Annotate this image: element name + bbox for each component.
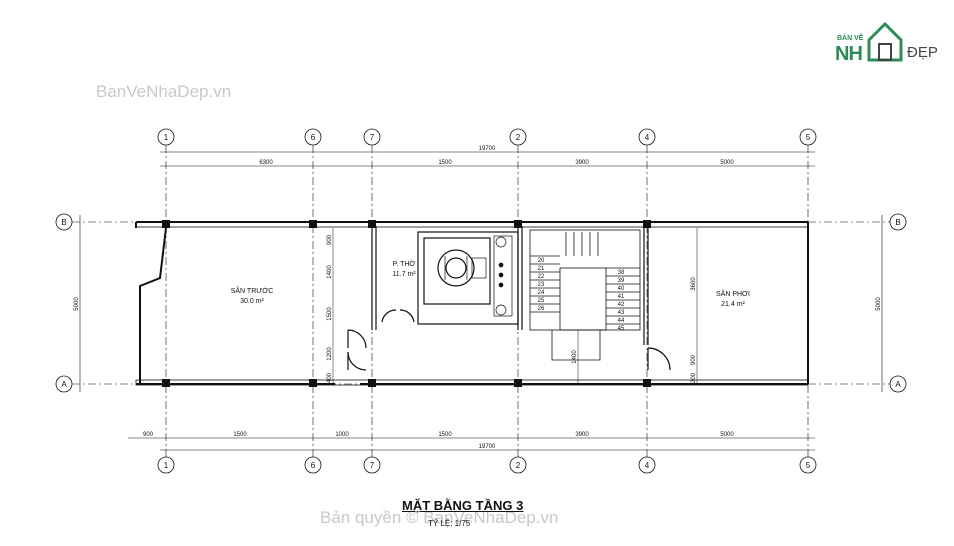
axis-label-top-7: 7 [370, 133, 375, 142]
step-right-1: 38 [618, 270, 625, 276]
step-left-4: 23 [538, 282, 545, 288]
room-area-san-phoi: 21.4 m² [721, 301, 745, 308]
dim-top-seg-1: 6300 [259, 160, 273, 166]
axis-label-top-6: 6 [311, 133, 316, 142]
dim-inner-right-3: 200 [691, 372, 697, 383]
axis-label-bottom-1: 1 [164, 461, 169, 470]
axis-label-bottom-4: 4 [645, 461, 650, 470]
dim-bottom-seg-3: 1000 [335, 432, 349, 438]
dim-top-seg-4: 5000 [720, 160, 734, 166]
axis-label-top-5: 5 [806, 133, 811, 142]
axis-label-top-1: 1 [164, 133, 169, 142]
dim-left: 5000 [74, 297, 80, 311]
axis-label-bottom-6: 6 [311, 461, 316, 470]
dim-inner-left-2: 1400 [327, 265, 333, 279]
dim-inner-left-5: 400 [327, 372, 333, 383]
axis-label-left-a: A [61, 380, 67, 389]
dim-bottom-seg-5: 3900 [575, 432, 589, 438]
room-name-p-tho: P. THỜ [393, 259, 416, 268]
dim-top-seg-2: 1500 [438, 160, 452, 166]
watermark-bottom: Bản quyền © BanVeNhaDep.vn [320, 508, 559, 527]
step-right-6: 43 [618, 310, 625, 316]
dim-bottom-total: 19700 [479, 444, 496, 450]
dim-inner-left-3: 1500 [327, 307, 333, 321]
step-left-5: 24 [538, 290, 545, 296]
axis-label-bottom-5: 5 [806, 461, 811, 470]
step-left-6: 25 [538, 298, 545, 304]
dim-bottom-seg-2: 1500 [233, 432, 247, 438]
drawing-scale: TỶ LỆ: 1/75 [428, 519, 471, 528]
dim-inner-left-1: 900 [327, 234, 333, 245]
axis-label-left-b: B [61, 218, 66, 227]
room-area-p-tho: 11.7 m² [392, 271, 416, 278]
dim-inner-right-2: 900 [691, 354, 697, 365]
house-icon [867, 21, 903, 62]
room-area-san-truoc: 30.0 m² [240, 298, 264, 305]
axis-label-top-4: 4 [645, 133, 650, 142]
step-right-2: 39 [618, 278, 625, 284]
step-right-3: 40 [618, 286, 625, 292]
axis-label-right-a: A [895, 380, 901, 389]
room-name-san-phoi: SÂN PHƠI [716, 289, 750, 298]
step-left-3: 22 [538, 274, 545, 280]
dim-inner-left-4: 1200 [327, 347, 333, 361]
dim-top-total: 19700 [479, 146, 496, 152]
step-right-4: 41 [618, 294, 625, 300]
axis-label-bottom-2: 2 [516, 461, 521, 470]
step-left-1: 20 [538, 258, 545, 264]
step-right-7: 44 [618, 318, 625, 324]
step-right-5: 42 [618, 302, 625, 308]
logo-nha-text: NH [835, 43, 863, 65]
step-right-8: 45 [618, 326, 625, 332]
dim-top-seg-3: 3900 [575, 160, 589, 166]
dim-stair-mid: 1400 [572, 350, 578, 364]
step-left-7: 26 [538, 306, 545, 312]
axis-label-right-b: B [895, 218, 900, 227]
axis-label-bottom-7: 7 [370, 461, 375, 470]
logo-dep-text: ĐẸP [907, 44, 938, 61]
drawing-title: MẶT BẰNG TẦNG 3 [402, 498, 524, 513]
dim-right: 5000 [876, 297, 882, 311]
dim-inner-right-1: 3600 [691, 277, 697, 291]
dim-bottom-seg-4: 1500 [438, 432, 452, 438]
logo-top-text: BẢN VẼ [837, 35, 864, 42]
step-left-2: 21 [538, 266, 545, 272]
brand-logo: BẢN VẼ NH ĐẸP [833, 14, 943, 65]
watermark-top: BanVeNhaDep.vn [96, 82, 232, 101]
dim-bottom-seg-1: 900 [143, 432, 154, 438]
axis-label-top-2: 2 [516, 133, 521, 142]
room-name-san-truoc: SÂN TRƯỚC [231, 286, 274, 295]
dim-bottom-seg-6: 5000 [720, 432, 734, 438]
